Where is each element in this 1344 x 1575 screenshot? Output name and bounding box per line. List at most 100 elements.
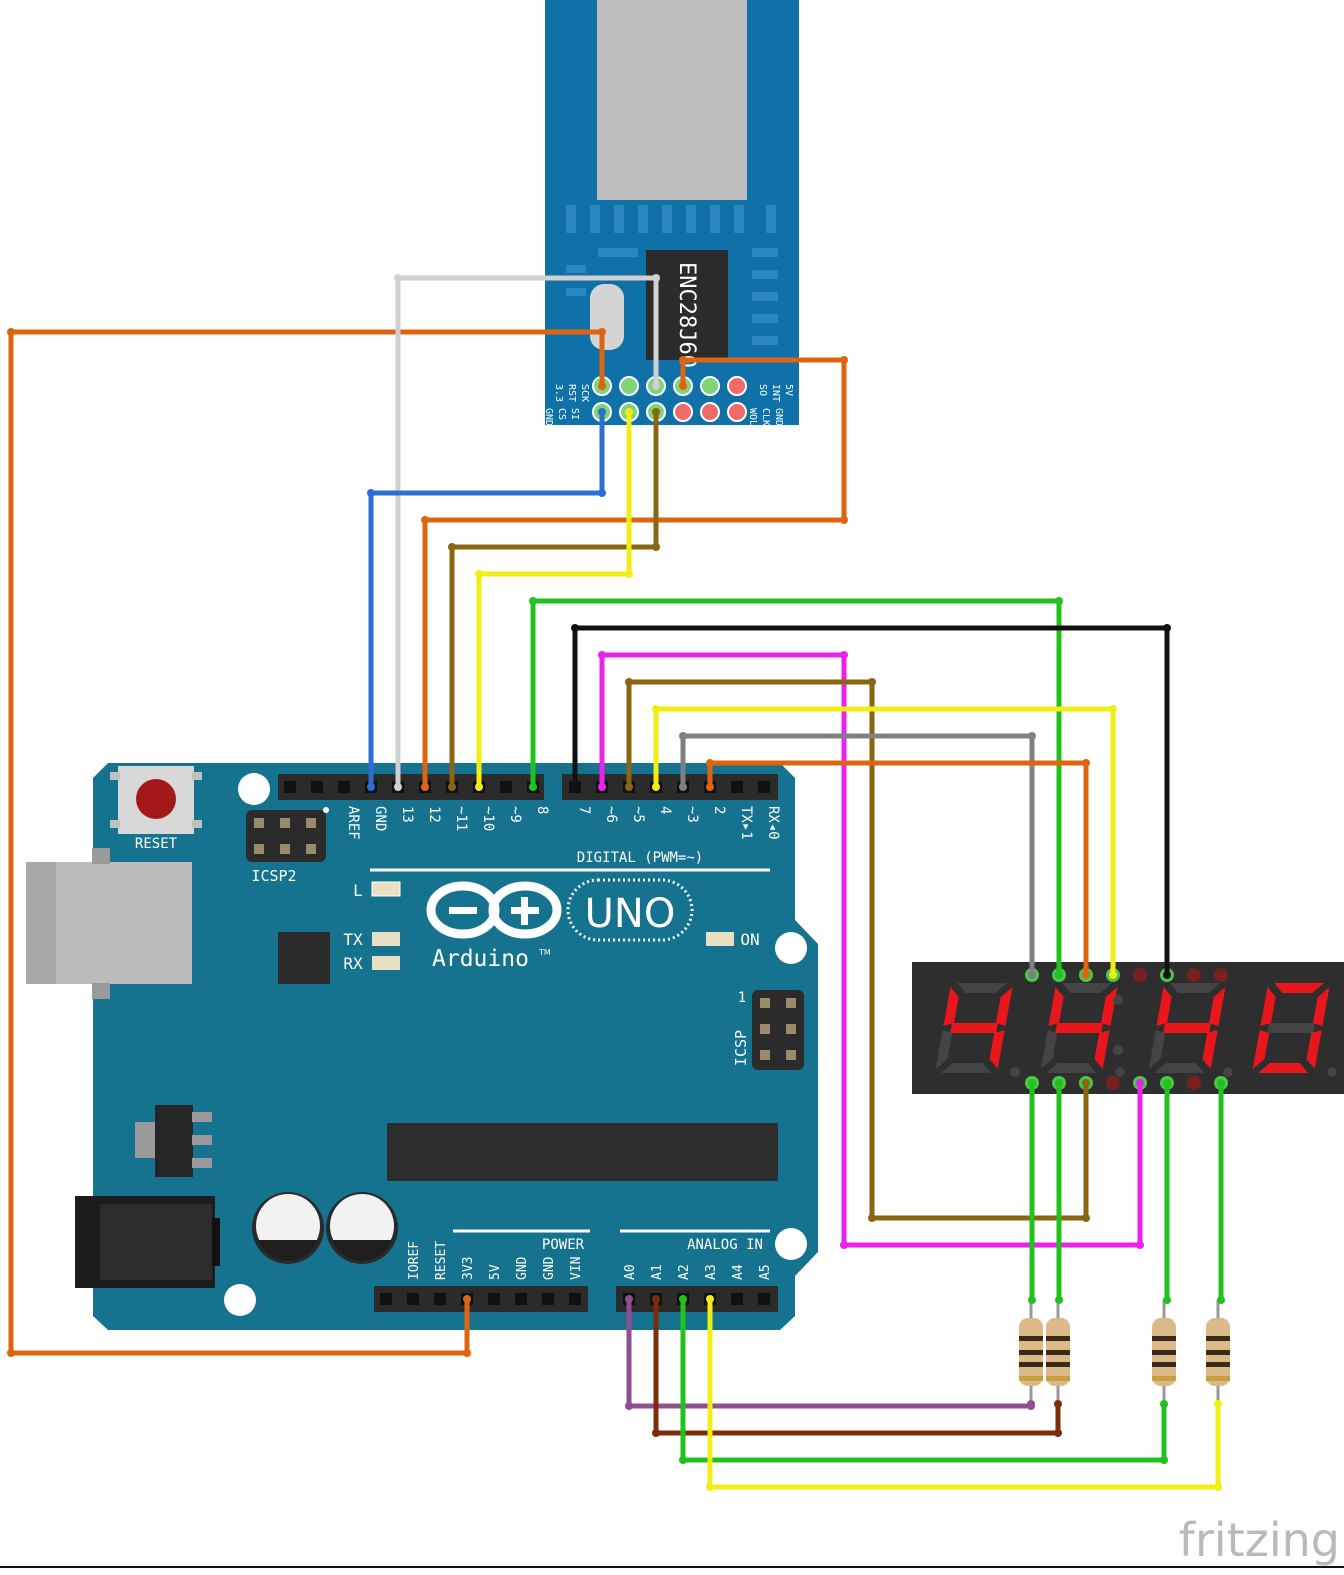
digital-pin-label: ~3 (684, 806, 700, 823)
wire-bend (679, 1295, 687, 1303)
wire-bend (625, 570, 633, 578)
wire-path (653, 1296, 1061, 1436)
power-pin-label: 3V3 (461, 1257, 476, 1280)
wire-bend (421, 783, 429, 791)
wire-bend (625, 783, 633, 791)
wire-path (599, 652, 1143, 1248)
led-tx (372, 932, 400, 946)
wire-bend (1054, 1400, 1062, 1408)
wire-bend (679, 356, 687, 364)
module-pin-label: 3.3 (553, 384, 564, 402)
wire-yellow (652, 705, 1117, 979)
power-pin-label: 5V (488, 1264, 503, 1280)
analog-label: ANALOG IN (687, 1237, 763, 1253)
wire-bend (448, 543, 456, 551)
wire-bend (598, 489, 606, 497)
wire-bend (598, 651, 606, 659)
resistor-band (1152, 1376, 1176, 1381)
wire-bend (1214, 1483, 1222, 1491)
header-socket (731, 781, 743, 793)
wire-bend (1109, 971, 1117, 979)
header-socket (434, 1293, 446, 1305)
segment (1163, 1023, 1211, 1033)
module-pin (619, 376, 639, 396)
digital-header-right (562, 774, 778, 800)
resistor-band (1046, 1350, 1070, 1355)
module-pin-label: RST (566, 384, 577, 402)
uno-badge (566, 878, 694, 942)
header-socket (380, 1293, 392, 1305)
chip-label: ENC28J60 (674, 262, 699, 368)
module-pin (700, 402, 720, 422)
wire-path (707, 1296, 1221, 1490)
wire-bend (706, 759, 714, 767)
wire-bend (475, 570, 483, 578)
wire-bend (840, 1241, 848, 1249)
led-on (706, 932, 734, 946)
digital-pin-label: ~11 (453, 806, 469, 831)
reset-button[interactable] (110, 766, 202, 834)
resistor-band (1019, 1350, 1043, 1355)
resistor-band (1152, 1350, 1176, 1355)
wire-path (572, 625, 1170, 978)
uno-model: UNO (585, 891, 676, 937)
wire-bend (652, 408, 660, 416)
led-l-label: L (353, 881, 363, 900)
module-pin-label: WOL (747, 408, 758, 426)
wire-bend (529, 783, 537, 791)
segment (1202, 1030, 1218, 1069)
wire-bend (1163, 624, 1171, 632)
wire-path (530, 598, 1062, 978)
capacitor (326, 1192, 398, 1264)
wire-bend (652, 1295, 660, 1303)
segment (1267, 1023, 1315, 1033)
wire-bend (625, 408, 633, 416)
wire-bend (1082, 759, 1090, 767)
wire-path (476, 409, 632, 790)
wire-bend (394, 783, 402, 791)
rj45-jack (597, 0, 747, 200)
segment (1156, 987, 1172, 1026)
decimal-point (1010, 1067, 1020, 1077)
segment (1209, 987, 1226, 1026)
wire-bend (448, 783, 456, 791)
digital-pin-label: 12 (426, 806, 442, 823)
resistor-band (1019, 1336, 1043, 1341)
module-pin-label: CLK (760, 408, 771, 426)
module-pin-label: SCK (579, 384, 590, 402)
wire-magenta (598, 651, 1144, 1249)
wire-olive (625, 678, 1090, 1222)
segment (1274, 983, 1325, 993)
resistor-band (1206, 1336, 1230, 1341)
wire-bend (652, 1429, 660, 1437)
resistor-band (1046, 1376, 1070, 1381)
wire-bend (1055, 971, 1063, 979)
mounting-hole (238, 773, 270, 805)
module-pin (700, 376, 720, 396)
segment (1154, 1063, 1204, 1073)
pcb-traces (566, 205, 778, 345)
resistor-band (1019, 1362, 1043, 1367)
wire-bend (706, 1295, 714, 1303)
segment (1313, 987, 1330, 1026)
wire-bend (625, 1402, 633, 1410)
arduino-infinity-logo (426, 881, 562, 939)
mounting-hole (775, 1228, 807, 1260)
analog-pin-label: A4 (731, 1264, 746, 1280)
resistor (1019, 1300, 1043, 1404)
digital-pin-label: 2 (711, 806, 727, 814)
resistor (1046, 1300, 1070, 1404)
resistor (1152, 1300, 1176, 1404)
header-socket (542, 1293, 554, 1305)
wire-brown (652, 1295, 1062, 1437)
wire-bend (529, 597, 537, 605)
wire-bend (1028, 1296, 1036, 1304)
wire-black (571, 624, 1171, 979)
header-socket (569, 1293, 581, 1305)
segment (1062, 983, 1113, 993)
analog-header (616, 1286, 778, 1312)
segment (1260, 987, 1276, 1026)
led-rx-label: RX (343, 954, 363, 973)
module-pin-label: INT (770, 384, 781, 402)
